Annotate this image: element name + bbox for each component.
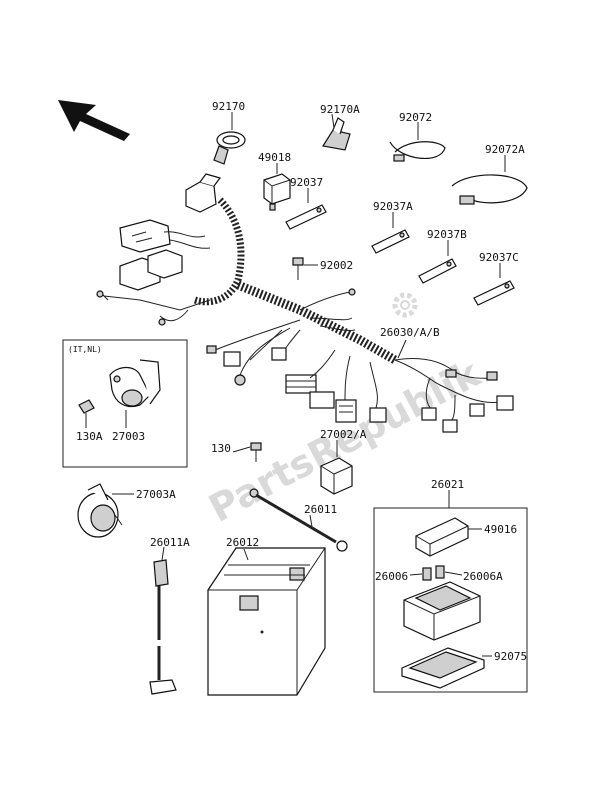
part-26006A-fuse[interactable] — [435, 565, 445, 579]
part-92072-band[interactable] — [389, 141, 446, 162]
part-27003A-horn[interactable] — [77, 483, 123, 538]
part-130-bolt[interactable] — [250, 442, 262, 462]
label-26011A: 26011A — [150, 536, 190, 549]
front-direction-arrow-icon — [58, 100, 130, 141]
watermark-gear-icon — [392, 292, 418, 318]
part-49018-relay[interactable] — [263, 173, 291, 211]
leader-26030 — [397, 339, 407, 359]
label-92072A: 92072A — [485, 143, 525, 156]
label-27003A: 27003A — [136, 488, 176, 501]
leader-130 — [232, 446, 251, 453]
part-27002A-relay[interactable] — [320, 457, 353, 495]
label-92075: 92075 — [494, 650, 527, 663]
label-130A: 130A — [76, 430, 103, 443]
part-26030-main-harness[interactable] — [96, 173, 514, 433]
part-92037B-bracket[interactable] — [418, 258, 457, 284]
label-26012: 26012 — [226, 536, 259, 549]
part-92075-rubber-case[interactable] — [401, 647, 485, 689]
harness-connector-cluster-lower — [96, 249, 211, 326]
leader-26011 — [309, 514, 313, 528]
leader-26012 — [243, 548, 249, 561]
label-92037C: 92037C — [479, 251, 519, 264]
label-92170: 92170 — [212, 100, 245, 113]
inset-box-it-nl — [62, 339, 188, 468]
part-49016-fuse-cover[interactable] — [415, 517, 469, 557]
part-92170-clamp[interactable] — [213, 131, 246, 165]
inset-note: (IT,NL) — [68, 345, 102, 354]
harness-connector-cluster-upper — [119, 173, 222, 253]
label-26011: 26011 — [304, 503, 337, 516]
label-26006A: 26006A — [463, 570, 503, 583]
label-92170A: 92170A — [320, 103, 360, 116]
label-92002: 92002 — [320, 259, 353, 272]
label-49016: 49016 — [484, 523, 517, 536]
part-92170A-clip[interactable] — [322, 117, 351, 151]
part-92072A-band[interactable] — [451, 174, 528, 205]
label-27003: 27003 — [112, 430, 145, 443]
label-26021: 26021 — [431, 478, 464, 491]
leader-26011A — [161, 546, 165, 561]
leader-26006 — [409, 573, 423, 576]
part-26011A-ground-cable[interactable] — [149, 559, 177, 695]
part-92037C-bracket[interactable] — [473, 280, 515, 306]
label-26030: 26030/A/B — [380, 326, 440, 339]
label-92072: 92072 — [399, 111, 432, 124]
label-26006: 26006 — [375, 570, 408, 583]
leader-26006A — [444, 571, 463, 576]
part-26006-fuse[interactable] — [422, 567, 432, 581]
part-92037A-bracket[interactable] — [371, 229, 410, 254]
part-92002-screw[interactable] — [292, 257, 304, 280]
label-92037A: 92037A — [373, 200, 413, 213]
part-130A-bolt[interactable] — [78, 399, 95, 414]
label-130: 130 — [211, 442, 231, 455]
part-27003-horn[interactable] — [109, 359, 161, 408]
label-92037: 92037 — [290, 176, 323, 189]
leader-92170A — [331, 113, 335, 129]
part-92037-bracket[interactable] — [285, 204, 327, 230]
part-fuse-box-body[interactable] — [403, 581, 481, 641]
label-92037B: 92037B — [427, 228, 467, 241]
fuse-box-group-box — [373, 507, 528, 693]
part-26012-battery[interactable] — [207, 547, 326, 696]
label-49018: 49018 — [258, 151, 291, 164]
part-26011-battery-cable[interactable] — [249, 488, 348, 552]
label-27002A: 27002/A — [320, 428, 367, 441]
